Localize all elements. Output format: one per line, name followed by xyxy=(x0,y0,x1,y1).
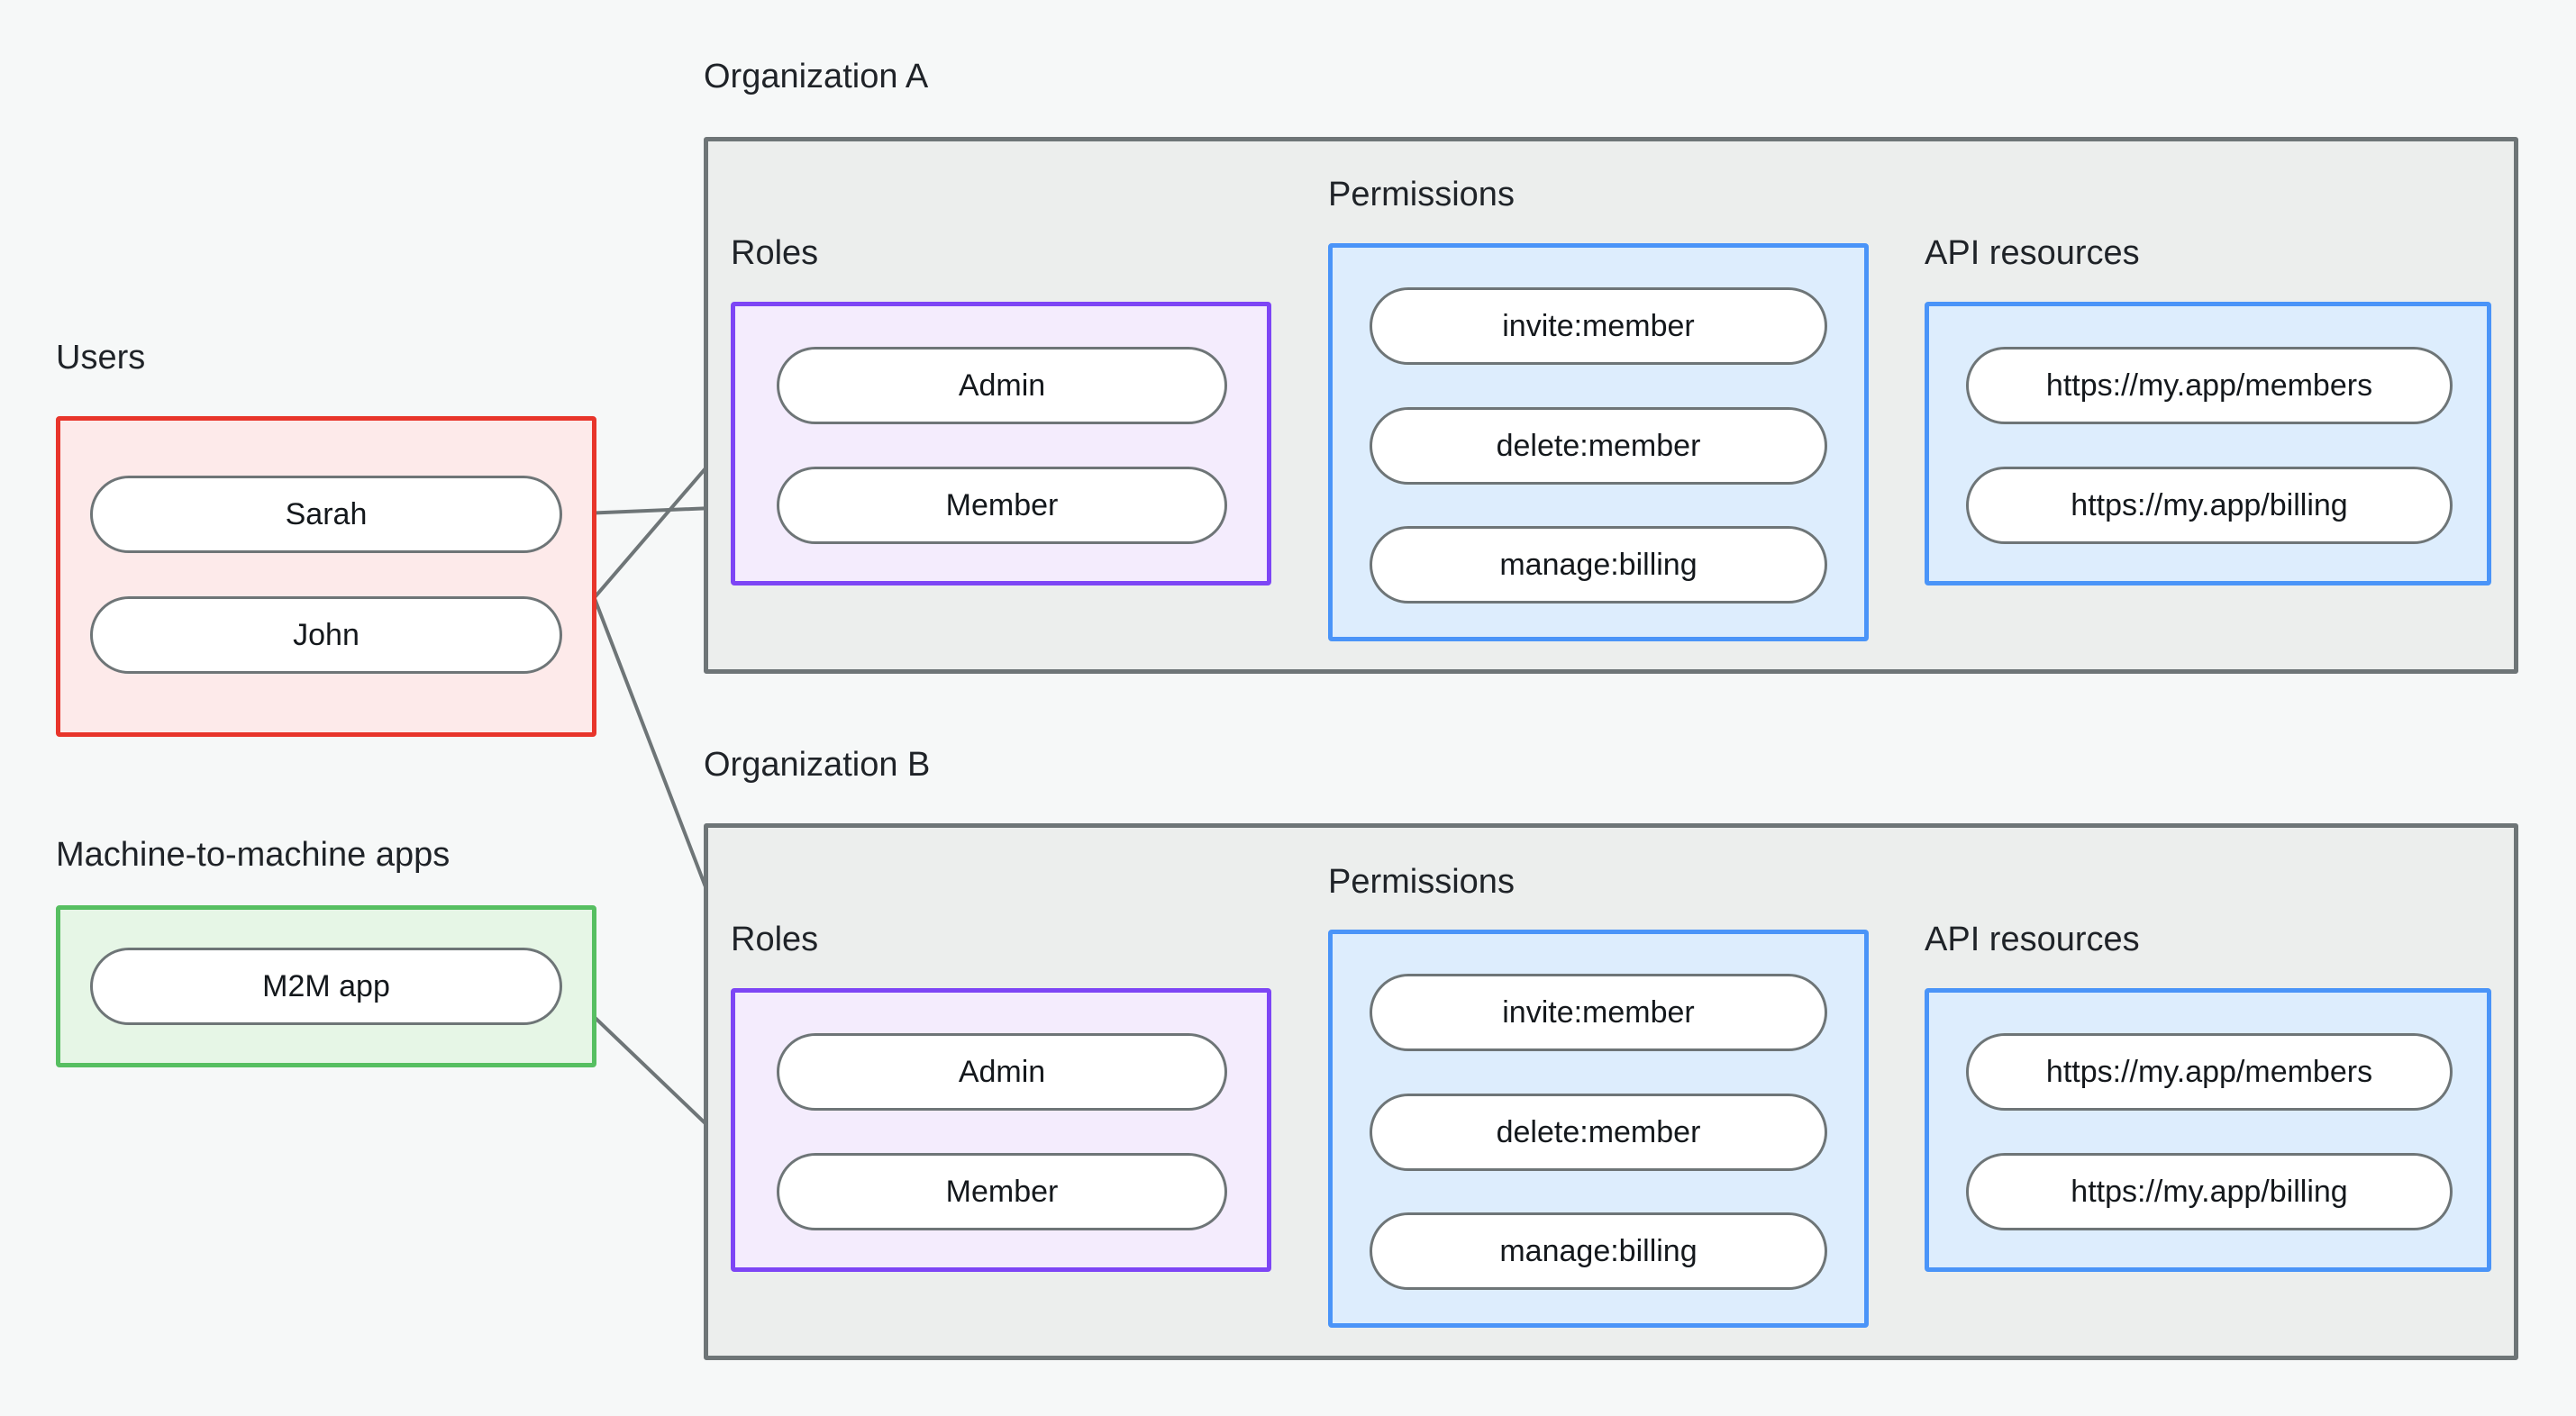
user-node-john[interactable]: John xyxy=(90,596,562,674)
permission-node-manage-billing-b[interactable]: manage:billing xyxy=(1370,1212,1827,1290)
caption-organization-a: Organization A xyxy=(704,58,929,95)
caption-permissions-b: Permissions xyxy=(1328,863,1515,901)
permission-node-invite-member-a[interactable]: invite:member xyxy=(1370,287,1827,365)
caption-permissions-a: Permissions xyxy=(1328,176,1515,213)
users-group xyxy=(56,416,596,737)
api-node-members-a[interactable]: https://my.app/members xyxy=(1966,347,2453,424)
permission-node-manage-billing-a[interactable]: manage:billing xyxy=(1370,526,1827,604)
caption-roles-b: Roles xyxy=(731,921,819,958)
api-node-billing-b[interactable]: https://my.app/billing xyxy=(1966,1153,2453,1230)
m2m-node-app[interactable]: M2M app xyxy=(90,948,562,1025)
role-node-admin-a[interactable]: Admin xyxy=(777,347,1227,424)
permission-node-delete-member-b[interactable]: delete:member xyxy=(1370,1094,1827,1171)
role-node-admin-b[interactable]: Admin xyxy=(777,1033,1227,1111)
role-node-member-a[interactable]: Member xyxy=(777,467,1227,544)
caption-users: Users xyxy=(56,339,146,377)
caption-roles-a: Roles xyxy=(731,234,819,272)
user-node-sarah[interactable]: Sarah xyxy=(90,476,562,553)
api-node-members-b[interactable]: https://my.app/members xyxy=(1966,1033,2453,1111)
role-node-member-b[interactable]: Member xyxy=(777,1153,1227,1230)
permission-node-invite-member-b[interactable]: invite:member xyxy=(1370,974,1827,1051)
permission-node-delete-member-a[interactable]: delete:member xyxy=(1370,407,1827,485)
caption-m2m-apps: Machine-to-machine apps xyxy=(56,836,451,874)
caption-api-resources-a: API resources xyxy=(1925,234,2140,272)
caption-api-resources-b: API resources xyxy=(1925,921,2140,958)
caption-organization-b: Organization B xyxy=(704,746,931,784)
api-node-billing-a[interactable]: https://my.app/billing xyxy=(1966,467,2453,544)
